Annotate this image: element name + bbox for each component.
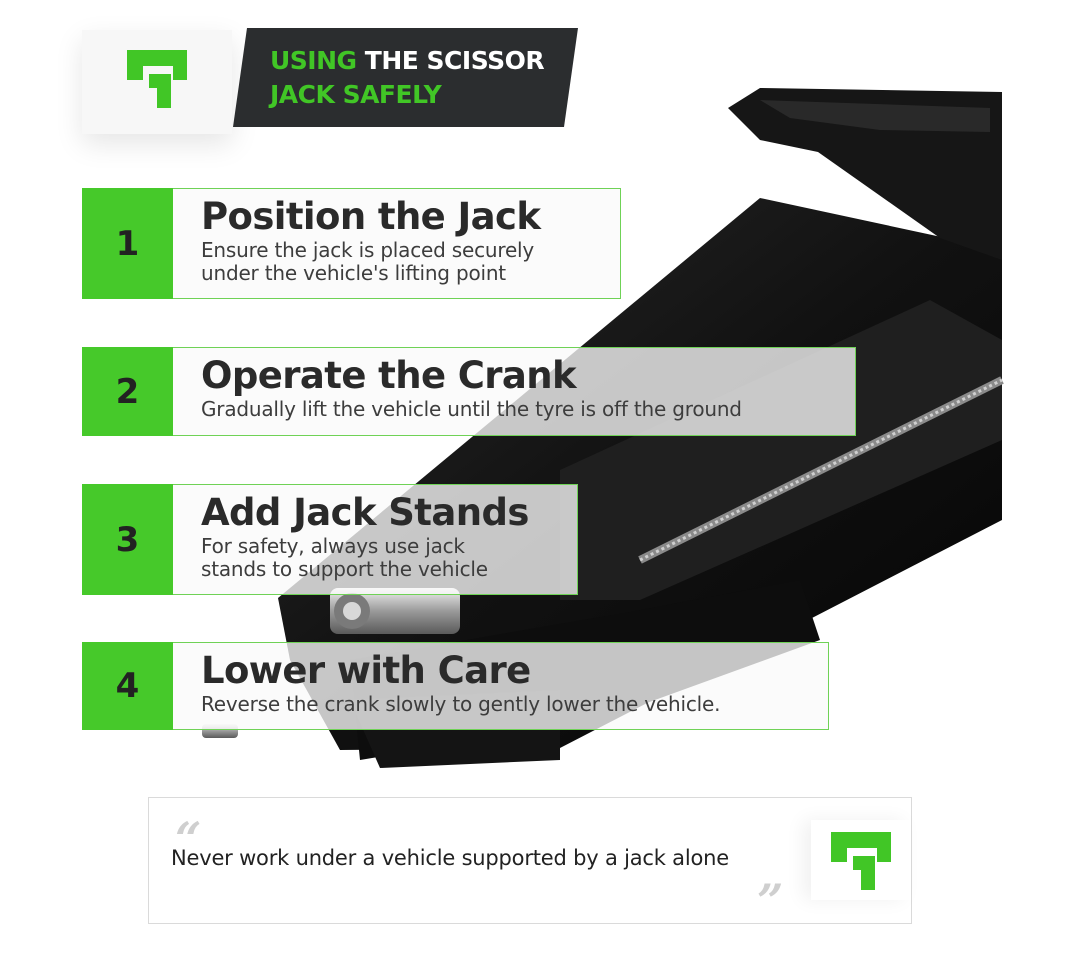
step-1: 1 Position the Jack Ensure the jack is p…	[82, 188, 621, 299]
step-card: Lower with Care Reverse the crank slowly…	[173, 642, 829, 730]
step-number: 4	[82, 642, 173, 730]
step-number: 2	[82, 347, 173, 436]
warning-logo-tile	[811, 820, 911, 900]
step-title: Add Jack Stands	[201, 491, 529, 534]
step-description: Reverse the crank slowly to gently lower…	[201, 692, 721, 716]
step-card: Operate the Crank Gradually lift the veh…	[173, 347, 856, 436]
step-number: 3	[82, 484, 173, 595]
step-number: 1	[82, 188, 173, 299]
step-2: 2 Operate the Crank Gradually lift the v…	[82, 347, 856, 436]
brand-logo-tile	[82, 30, 232, 134]
step-card: Position the Jack Ensure the jack is pla…	[173, 188, 621, 299]
step-3: 3 Add Jack Stands For safety, always use…	[82, 484, 578, 595]
title-banner: USING THE SCISSOR JACK SAFELY	[233, 28, 578, 127]
brand-logo-icon	[127, 50, 187, 108]
step-title: Lower with Care	[201, 649, 531, 692]
title-highlight: USING	[270, 46, 357, 75]
step-description: For safety, always use jack stands to su…	[201, 534, 488, 581]
step-4: 4 Lower with Care Reverse the crank slow…	[82, 642, 829, 730]
step-title: Operate the Crank	[201, 354, 577, 397]
title-line1-rest: THE SCISSOR	[364, 46, 545, 75]
step-title: Position the Jack	[201, 195, 541, 238]
step-description: Ensure the jack is placed securely under…	[201, 238, 535, 285]
safety-warning-text: Never work under a vehicle supported by …	[171, 846, 729, 870]
brand-logo-icon	[831, 832, 891, 890]
quote-open-icon: “	[175, 812, 202, 866]
page-title: USING THE SCISSOR JACK SAFELY	[270, 44, 545, 112]
step-card: Add Jack Stands For safety, always use j…	[173, 484, 578, 595]
step-description: Gradually lift the vehicle until the tyr…	[201, 397, 742, 421]
title-line2: JACK SAFELY	[270, 80, 442, 109]
quote-close-icon: ”	[757, 874, 784, 928]
safety-warning-box: “ Never work under a vehicle supported b…	[148, 797, 912, 924]
